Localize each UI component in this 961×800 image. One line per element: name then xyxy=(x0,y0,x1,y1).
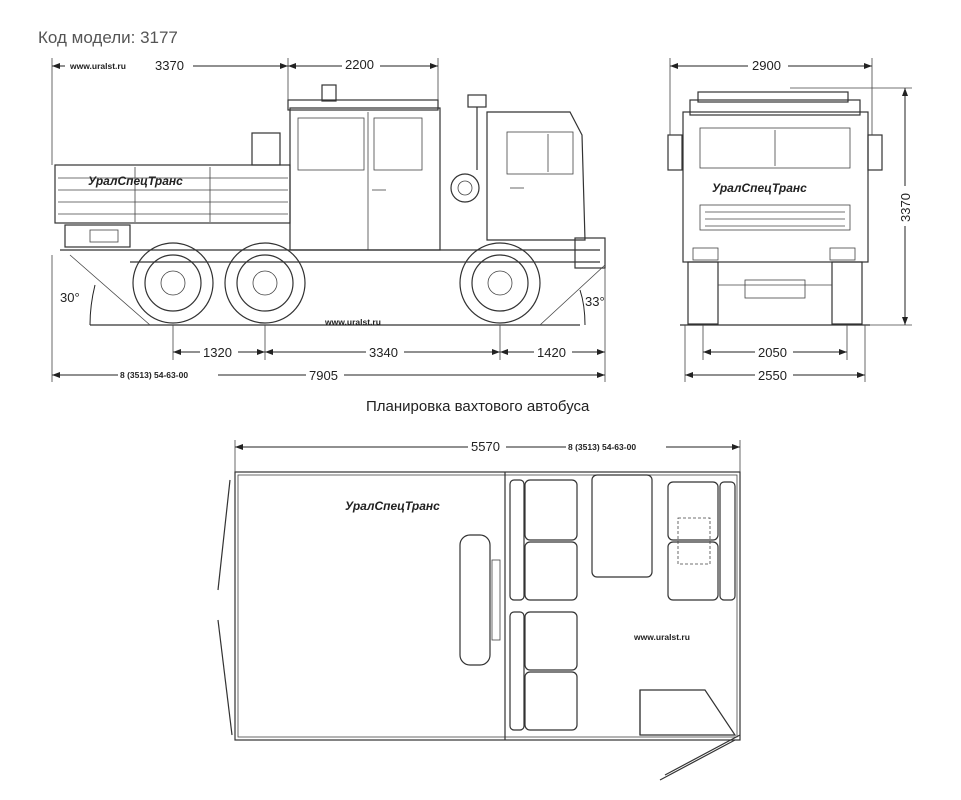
seats-right xyxy=(667,481,736,601)
plan-brand-logo: УралСпецТранс xyxy=(345,499,440,513)
dim-cab-length: 2200 xyxy=(345,57,374,72)
side-dim-lines-top xyxy=(51,58,439,165)
plan-table xyxy=(591,474,653,578)
dim-total-length: 7905 xyxy=(309,368,338,383)
front-brand-logo: УралСпецТранс xyxy=(712,181,807,195)
plan-title: Планировка вахтового автобуса xyxy=(366,398,590,415)
approach-angle: 33° xyxy=(585,294,605,309)
rear-wheel-2 xyxy=(224,242,306,324)
model-code-title: Код модели: 3177 xyxy=(38,28,178,47)
front-view-truck xyxy=(667,91,883,326)
front-wheel xyxy=(459,242,541,324)
plan-layout xyxy=(217,471,741,781)
dim-track: 2050 xyxy=(758,345,787,360)
plan-site-label: www.uralst.ru xyxy=(633,632,690,642)
dim-wheelbase-rear: 1320 xyxy=(203,345,232,360)
dim-overall-width: 2550 xyxy=(758,368,787,383)
dim-rear-overhang: 3370 xyxy=(155,58,184,73)
dim-wheelbase-front: 3340 xyxy=(369,345,398,360)
side-site-top: www.uralst.ru xyxy=(69,61,126,71)
dim-height: 3370 xyxy=(898,193,913,222)
side-phone-label: 8 (3513) 54-63-00 xyxy=(120,370,188,380)
side-brand-logo: УралСпецТранс xyxy=(88,174,183,188)
plan-phone-label: 8 (3513) 54-63-00 xyxy=(568,442,636,452)
plan-length: 5570 xyxy=(471,439,500,454)
rear-wheel-1 xyxy=(132,242,214,324)
dim-body-width: 2900 xyxy=(752,58,781,73)
side-site-label: www.uralst.ru xyxy=(324,317,381,327)
seats-left xyxy=(509,479,578,731)
departure-angle: 30° xyxy=(60,290,80,305)
side-view-truck xyxy=(54,84,606,326)
dim-front-overhang: 1420 xyxy=(537,345,566,360)
front-dim-lines xyxy=(669,58,912,382)
